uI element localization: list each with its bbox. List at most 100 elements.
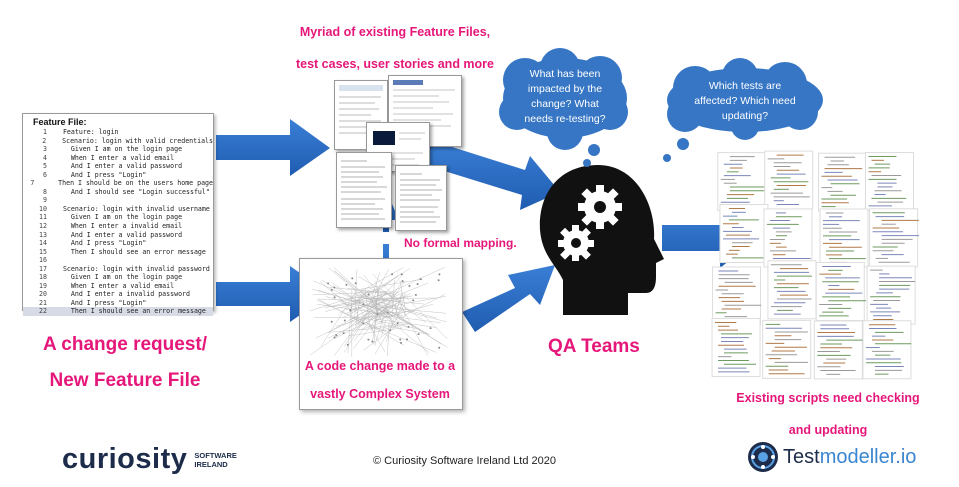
line-number: 1 <box>43 128 47 136</box>
code-line: 8 And I should see "Login successful" <box>23 188 213 197</box>
code-line: 10 Scenario: login with invalid username <box>23 205 213 214</box>
thought-right-line2: affected? Which need <box>694 95 796 107</box>
graph-edge <box>375 308 430 354</box>
graph-edge <box>355 298 361 327</box>
graph-node <box>327 282 330 285</box>
code-line: 20 And I enter a invalid password <box>23 290 213 299</box>
graph-edge <box>371 282 428 306</box>
graph-edge <box>330 281 368 309</box>
graph-edge <box>350 292 367 308</box>
script-thumbnail <box>862 320 912 380</box>
graph-edge <box>358 304 390 319</box>
line-text: And I enter a valid password <box>55 162 183 171</box>
thought-right-text: Which tests are affected? Which need upd… <box>680 79 810 124</box>
code-line: 4 When I enter a valid email <box>23 154 213 163</box>
script-thumbnail <box>866 265 916 325</box>
myriad-label: Myriad of existing Feature Files, test c… <box>270 16 520 80</box>
graph-edge <box>353 304 447 314</box>
scripts-label: Existing scripts need checking and updat… <box>718 382 938 446</box>
line-number: 18 <box>39 273 47 282</box>
graph-node <box>401 280 404 283</box>
graph-edge <box>396 297 428 356</box>
graph-edge <box>375 281 381 302</box>
graph-edge <box>356 306 360 324</box>
graph-edge <box>389 293 400 320</box>
doc-feature-file-b <box>395 165 447 231</box>
graph-node <box>437 279 440 282</box>
graph-edge <box>363 317 421 330</box>
graph-edge <box>318 289 381 311</box>
line-text: Then I should be on the users home page <box>42 179 213 188</box>
graph-node <box>389 329 392 332</box>
graph-edge <box>367 286 375 291</box>
code-line: 15 Then I should see an error message <box>23 248 213 257</box>
line-number: 9 <box>43 196 47 205</box>
line-number: 11 <box>39 213 47 222</box>
scripts-line1: Existing scripts need checking <box>736 391 920 405</box>
graph-node <box>386 311 389 314</box>
script-thumbnail <box>763 208 813 268</box>
script-thumbnail <box>767 260 817 320</box>
script-thumbnail <box>717 152 767 212</box>
graph-edge <box>406 298 448 340</box>
graph-node <box>412 299 415 302</box>
script-thumbnail <box>813 320 863 380</box>
graph-node <box>333 336 336 339</box>
feature-file-title: Feature File: <box>33 117 87 127</box>
graph-edge <box>345 308 357 310</box>
graph-edge <box>342 293 388 319</box>
code-line: 9 <box>23 196 213 205</box>
line-text: And I press "Login" <box>55 170 147 179</box>
myriad-line2: test cases, user stories and more <box>295 57 494 71</box>
graph-edge <box>356 303 386 352</box>
graph-edge <box>358 304 386 326</box>
graph-node <box>400 273 403 276</box>
graph-node <box>343 319 346 322</box>
graph-edge <box>375 289 398 300</box>
graph-edge <box>354 309 379 341</box>
code-line: 18 Given I am on the login page <box>23 273 213 282</box>
graph-node <box>416 283 419 286</box>
line-text: Given I am on the login page <box>55 213 183 222</box>
line-text: Scenario: login with invalid password <box>55 264 210 273</box>
arrow-code-to-qa <box>462 265 555 332</box>
graph-node <box>367 293 370 296</box>
script-thumbnail <box>864 152 914 212</box>
line-text: And I enter a valid password <box>55 230 183 239</box>
myriad-line1: Myriad of existing Feature Files, <box>299 25 491 39</box>
graph-edge <box>320 291 357 347</box>
thought-left-line2: impacted by the <box>527 83 603 95</box>
graph-node <box>333 286 336 289</box>
code-line: 1 Feature: login <box>23 128 213 137</box>
graph-edge <box>319 281 357 313</box>
graph-edge <box>373 304 434 321</box>
thought-left-line3: change? What <box>531 98 599 110</box>
graph-node <box>429 327 432 330</box>
graph-edge <box>312 291 388 296</box>
graph-edge <box>403 294 445 316</box>
thought-right-line3: updating? <box>721 110 769 122</box>
code-line: 13 And I enter a valid password <box>23 231 213 240</box>
graph-edge <box>364 289 370 326</box>
graph-edge <box>399 280 406 311</box>
code-line: 7 Then I should be on the users home pag… <box>23 179 213 188</box>
curiosity-logo: curiosity SOFTWARE IRELAND <box>62 443 237 476</box>
graph-node <box>438 346 441 349</box>
graph-edge <box>366 303 412 325</box>
graph-edge <box>387 322 390 357</box>
graph-node <box>396 322 399 325</box>
graph-node <box>362 322 365 325</box>
graph-node <box>408 285 411 288</box>
thought-cloud-right <box>663 58 823 162</box>
graph-edge <box>334 298 378 356</box>
graph-edge <box>403 311 406 317</box>
line-text: Then I should see an error message <box>55 247 206 256</box>
graph-node <box>438 273 441 276</box>
graph-node <box>342 332 345 335</box>
graph-edge <box>310 298 389 356</box>
graph-node <box>371 340 374 343</box>
code-line: 11 Given I am on the login page <box>23 213 213 222</box>
graph-node <box>351 277 354 280</box>
code-line: 16 <box>23 256 213 265</box>
code-line: 22 Then I should see an error message <box>23 307 213 317</box>
